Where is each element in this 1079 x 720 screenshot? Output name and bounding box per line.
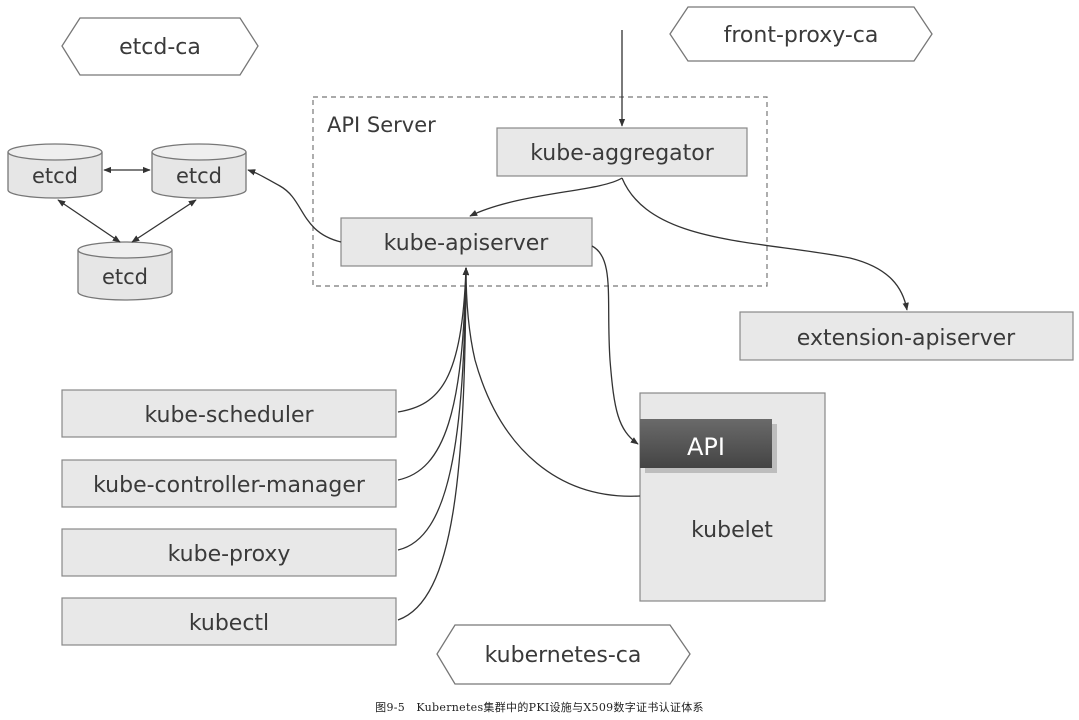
client-kubectl-label: kubectl [189, 611, 269, 636]
kubernetes-ca-label: kubernetes-ca [485, 643, 642, 668]
diagram-canvas: etcd-ca front-proxy-ca kubernetes-ca API… [7, 6, 1074, 685]
etcd-node-2: etcd [151, 143, 247, 199]
extension-apiserver-box: extension-apiserver [739, 311, 1074, 361]
kube-aggregator-box: kube-aggregator [496, 127, 748, 177]
figure-caption: 图9-5 Kubernetes集群中的PKI设施与X509数字证书认证体系 [375, 701, 704, 714]
etcd-link-2-3 [131, 199, 197, 243]
kube-apiserver-label: kube-apiserver [384, 231, 550, 256]
etcd-link-1-3 [57, 199, 121, 243]
kubelet-api-box: API [640, 419, 777, 473]
etcd-ca-label: etcd-ca [119, 35, 201, 60]
client-kube-proxy-label: kube-proxy [168, 542, 291, 567]
kube-aggregator-label: kube-aggregator [530, 141, 714, 166]
etcd-node-3-label: etcd [102, 265, 148, 289]
etcd-node-3: etcd [77, 241, 173, 301]
api-server-group [312, 96, 768, 287]
controller-manager-to-apiserver-arrow [397, 267, 470, 481]
client-kube-scheduler-label: kube-scheduler [144, 403, 314, 428]
client-kubectl: kubectl [61, 597, 397, 646]
client-kube-scheduler: kube-scheduler [61, 389, 397, 438]
aggregator-to-apiserver-arrow [469, 177, 623, 217]
kubelet-api-label: API [687, 433, 725, 461]
etcd-node-2-label: etcd [176, 164, 222, 188]
scheduler-to-apiserver-arrow [397, 267, 469, 413]
kube-apiserver-box: kube-apiserver [340, 217, 593, 267]
apiserver-to-etcd-arrow [247, 169, 342, 243]
aggregator-to-extension-arrow [621, 177, 909, 311]
etcd-node-1-label: etcd [32, 164, 78, 188]
client-kube-controller-manager: kube-controller-manager [61, 459, 397, 508]
kubelet-to-apiserver-arrow [462, 267, 641, 497]
kubectl-to-apiserver-arrow [397, 267, 470, 621]
extension-apiserver-label: extension-apiserver [797, 326, 1016, 351]
etcd-node-1: etcd [7, 143, 103, 199]
kubernetes-ca-badge: kubernetes-ca [436, 624, 691, 685]
front-proxy-ca-badge: front-proxy-ca [669, 6, 933, 62]
client-kube-controller-manager-label: kube-controller-manager [93, 473, 366, 498]
api-server-group-label: API Server [327, 113, 436, 137]
apiserver-to-kubelet-api-arrow [591, 245, 639, 445]
front-proxy-ca-label: front-proxy-ca [724, 23, 879, 48]
proxy-to-apiserver-arrow [397, 267, 470, 551]
etcd-ca-badge: etcd-ca [61, 17, 259, 76]
kubelet-label: kubelet [691, 518, 773, 543]
client-kube-proxy: kube-proxy [61, 528, 397, 577]
